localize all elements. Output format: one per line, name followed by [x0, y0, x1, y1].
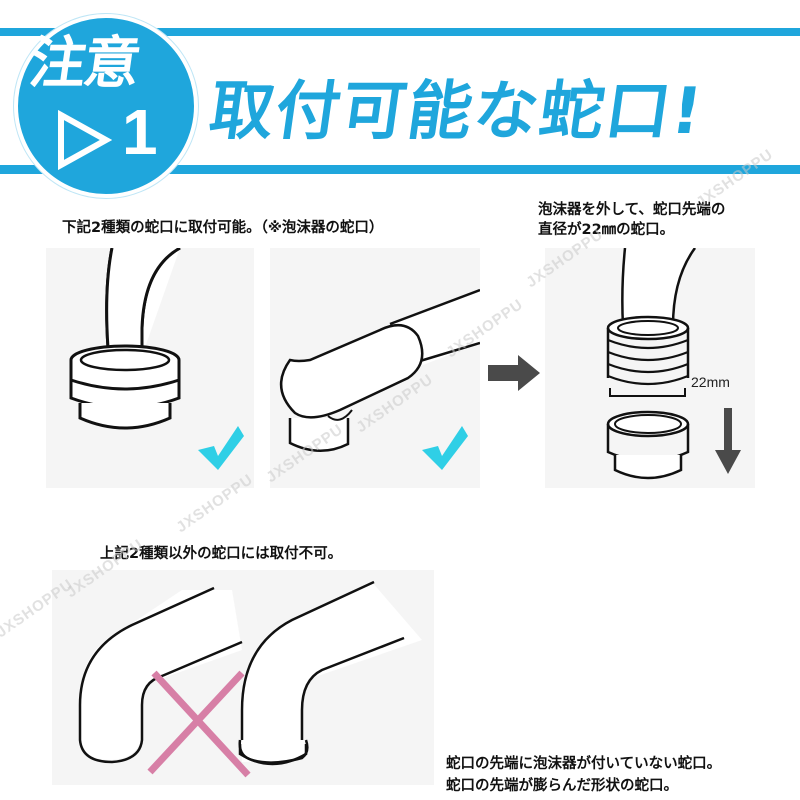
panel-incompatible-faucets	[52, 570, 434, 785]
aerator-removal-illustration	[606, 248, 697, 480]
incompatible-caption: 上記2種類以外の蛇口には取付不可。	[100, 546, 343, 562]
horizontal-faucet-illustration	[279, 288, 480, 452]
panel-horizontal-faucet	[270, 248, 480, 488]
incompatible-note-2: 蛇口の先端が膨らんだ形状の蛇口。	[446, 778, 678, 794]
removal-caption-line2: 直径が22㎜の蛇口。	[538, 222, 675, 238]
removal-caption-line1: 泡沫器を外して、蛇口先端の	[538, 202, 726, 218]
vertical-faucet-illustration	[69, 248, 181, 430]
panel-vertical-faucet	[46, 248, 254, 488]
check-icon	[198, 426, 244, 470]
panel-aerator-removal: 22mm	[545, 248, 755, 488]
watermark: JXSHOPPU	[693, 145, 777, 212]
notice-badge	[14, 14, 198, 198]
badge-number: 1	[122, 96, 158, 168]
header-bottom-stripe	[0, 165, 800, 174]
diameter-label: 22mm	[691, 374, 730, 390]
incompatible-faucets-illustration	[78, 580, 422, 778]
play-triangle-icon	[56, 110, 112, 170]
header-top-stripe	[0, 28, 800, 36]
arrow-right-icon	[488, 355, 540, 391]
cross-icon	[147, 670, 251, 778]
compatible-caption: 下記2種類の蛇口に取付可能。（※泡沫器の蛇口）	[62, 220, 384, 236]
incompatible-note-1: 蛇口の先端に泡沫器が付いていない蛇口。	[446, 756, 722, 772]
page-headline: 取付可能な蛇口!	[204, 75, 709, 149]
check-icon	[422, 426, 468, 470]
badge-title: 注意	[25, 31, 143, 96]
arrow-down-icon	[715, 408, 741, 474]
